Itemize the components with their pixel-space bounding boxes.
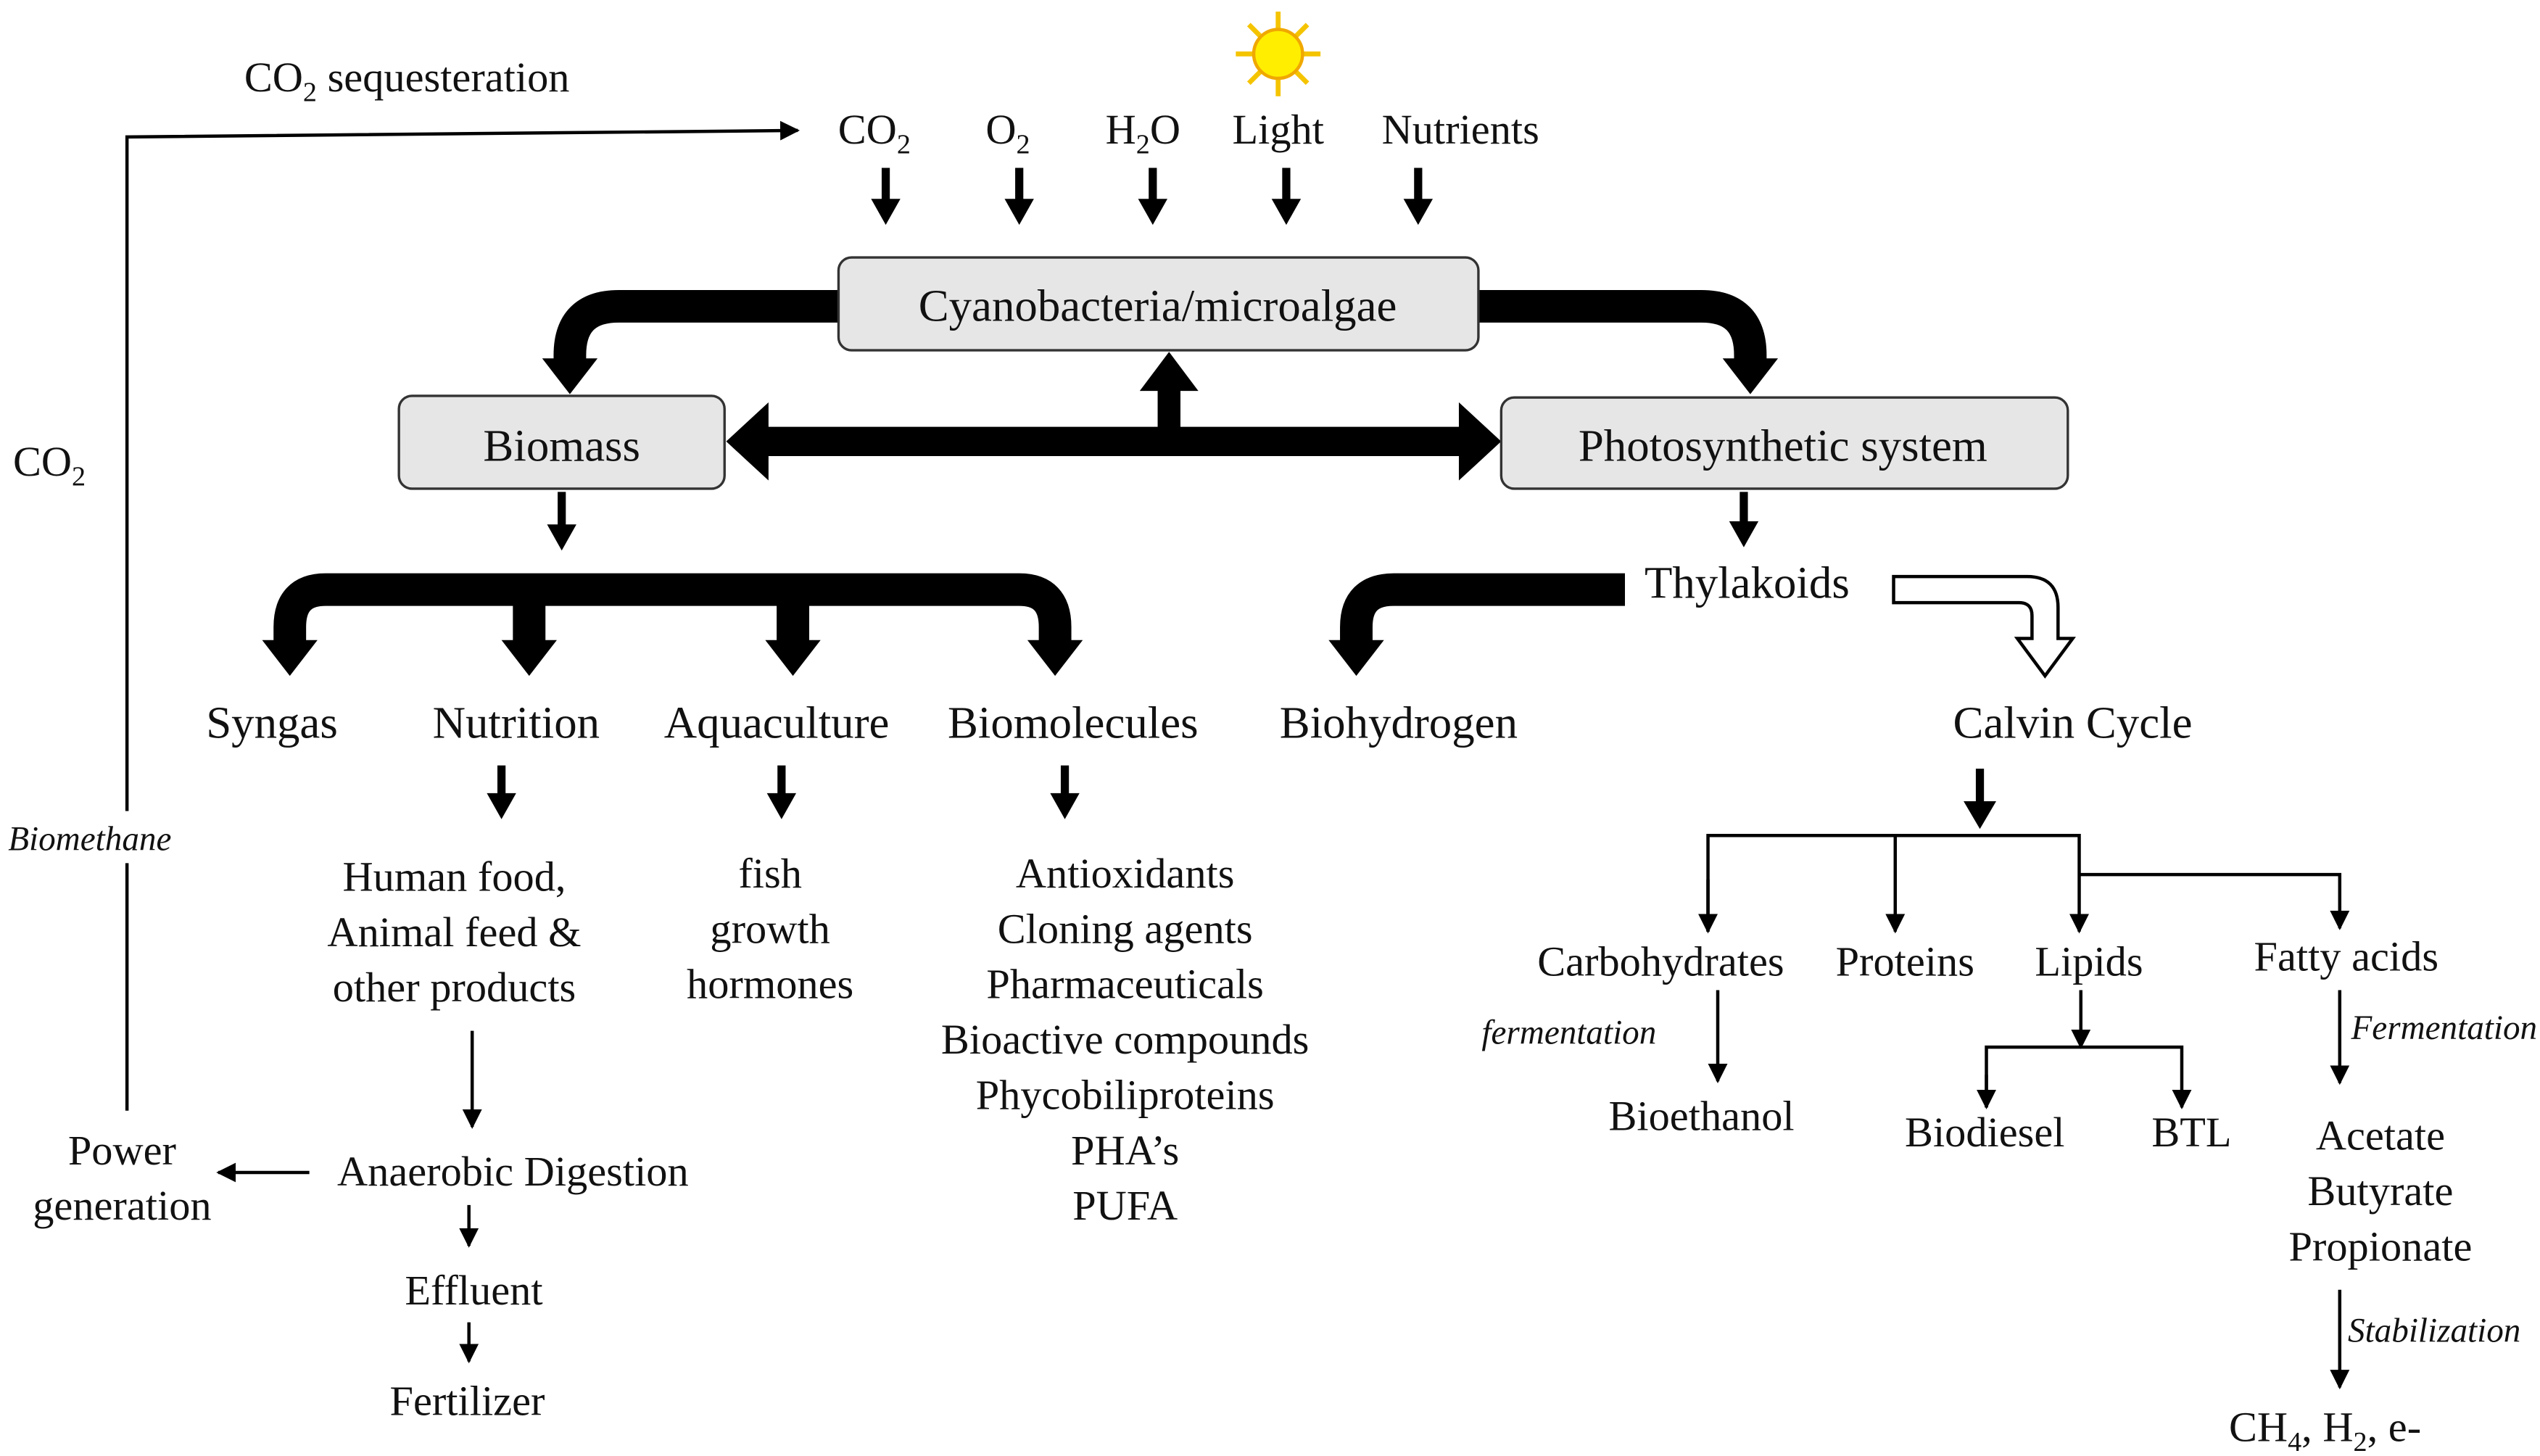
- list-item: Antioxidants: [1016, 850, 1235, 897]
- butyrate-label: Butyrate: [2307, 1167, 2453, 1215]
- thick-arrows: [262, 289, 2076, 679]
- cyanobacteria-label: Cyanobacteria/microalgae: [919, 281, 1397, 331]
- list-item: fish: [738, 850, 802, 897]
- input-nutrients: Nutrients: [1382, 106, 1539, 153]
- digestion-chain: Anaerobic Digestion Power generation Eff…: [33, 1030, 689, 1425]
- biodiesel-label: Biodiesel: [1905, 1109, 2065, 1156]
- input-arrows: [871, 167, 1434, 226]
- biomethane-label: Biomethane: [8, 820, 171, 858]
- nutrition-list: Human food, Animal feed & other products: [327, 853, 581, 1012]
- list-item: PHA’s: [1071, 1127, 1179, 1174]
- list-item: PUFA: [1072, 1182, 1178, 1229]
- biomolecules-list: Antioxidants Cloning agents Pharmaceutic…: [941, 850, 1309, 1229]
- lipids-label: Lipids: [2035, 938, 2143, 985]
- sun-icon: [1236, 11, 1321, 96]
- product-row: Syngas Nutrition Aquaculture Biomolecule…: [206, 697, 2192, 748]
- nutrition-label: Nutrition: [433, 697, 600, 748]
- power-label-1: Power: [68, 1127, 176, 1174]
- proteins-label: Proteins: [1836, 938, 1974, 985]
- stabilization-label: Stabilization: [2348, 1312, 2520, 1350]
- anaerobic-digestion-label: Anaerobic Digestion: [337, 1148, 689, 1195]
- list-item: growth: [710, 905, 830, 952]
- input-co2: CO2: [838, 106, 911, 160]
- effluent-label: Effluent: [405, 1267, 542, 1314]
- calvin-cycle-label: Calvin Cycle: [1953, 697, 2193, 748]
- co2-loop-arrow: [125, 120, 800, 1111]
- list-item: Pharmaceuticals: [986, 961, 1264, 1008]
- bioethanol-label: Bioethanol: [1608, 1093, 1794, 1140]
- input-h2o: H2O: [1106, 106, 1180, 160]
- btl-label: BTL: [2151, 1109, 2231, 1156]
- list-item: Animal feed &: [327, 909, 581, 956]
- final-products-label: CH4, H2, e-: [2229, 1404, 2421, 1456]
- list-item: Phycobiliproteins: [976, 1071, 1275, 1118]
- thylakoids-label: Thylakoids: [1645, 557, 1850, 608]
- acetate-label: Acetate: [2316, 1112, 2445, 1159]
- list-item: Human food,: [342, 853, 566, 901]
- list-item: Bioactive compounds: [941, 1016, 1309, 1063]
- list-item: other products: [333, 964, 576, 1011]
- photosynthetic-system-label: Photosynthetic system: [1579, 421, 1987, 471]
- biomass-label: Biomass: [483, 421, 640, 471]
- fatty-acids-label: Fatty acids: [2254, 933, 2439, 980]
- calvin-tree: Carbohydrates Proteins Lipids Fatty acid…: [1481, 833, 2538, 1456]
- carbohydrates-label: Carbohydrates: [1537, 938, 1784, 985]
- medium-arrows: [497, 492, 1985, 805]
- propionate-label: Propionate: [2288, 1223, 2472, 1270]
- fermentation-label: fermentation: [1481, 1014, 1656, 1052]
- syngas-label: Syngas: [206, 697, 338, 748]
- co2-label: CO2: [13, 438, 86, 492]
- cyanobacteria-box: [837, 256, 1480, 352]
- biohydrogen-label: Biohydrogen: [1280, 697, 1518, 748]
- power-label-2: generation: [33, 1182, 211, 1229]
- co2-sequestration-label: CO2 sequesteration: [244, 54, 570, 107]
- aquaculture-list: fish growth hormones: [687, 850, 853, 1008]
- biomolecules-label: Biomolecules: [948, 697, 1199, 748]
- fertilizer-label: Fertilizer: [389, 1378, 545, 1425]
- biomass-box: [397, 394, 726, 490]
- fermentation-label-2: Fermentation: [2351, 1009, 2538, 1047]
- aquaculture-label: Aquaculture: [664, 697, 890, 748]
- input-light: Light: [1232, 106, 1323, 153]
- list-item: Cloning agents: [998, 905, 1253, 952]
- photosynthetic-system-box: [1499, 396, 2069, 490]
- list-item: hormones: [687, 961, 853, 1008]
- input-o2: O2: [985, 106, 1030, 160]
